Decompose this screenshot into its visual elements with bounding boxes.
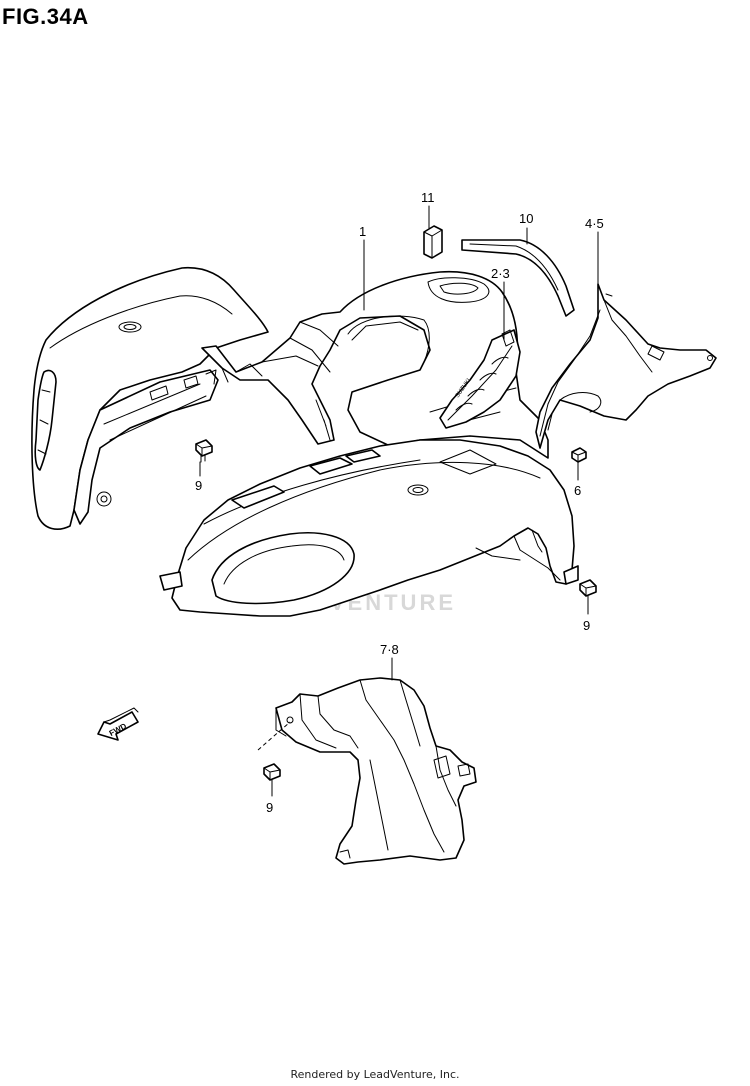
part-front-fender-main bbox=[159, 439, 579, 617]
callout-9-right: 9 bbox=[583, 618, 590, 633]
part-front-fender-left bbox=[31, 266, 269, 530]
callout-10: 10 bbox=[519, 211, 533, 226]
callout-2-3: 2·3 bbox=[491, 266, 510, 281]
fastener-6 bbox=[571, 447, 587, 463]
callout-11: 11 bbox=[421, 190, 435, 205]
callout-9-left: 9 bbox=[195, 478, 202, 493]
part-side-panel-right bbox=[535, 283, 717, 449]
fastener-9-right bbox=[579, 579, 597, 597]
part-center-cover: SUZUKI bbox=[201, 270, 549, 459]
footer-credit: Rendered by LeadVenture, Inc. bbox=[290, 1068, 460, 1081]
fwd-arrow: FWD bbox=[97, 707, 139, 741]
callout-9-bottom: 9 bbox=[266, 800, 273, 815]
fastener-9-bottom bbox=[263, 763, 281, 781]
figure-title: FIG.34A bbox=[2, 4, 89, 29]
leader-lines bbox=[199, 205, 599, 797]
callout-6: 6 bbox=[574, 483, 581, 498]
callout-labels: 1 2·3 4·5 6 7·8 9 9 9 10 11 bbox=[195, 190, 604, 815]
callout-7-8: 7·8 bbox=[380, 642, 399, 657]
callout-4-5: 4·5 bbox=[585, 216, 604, 231]
part-mud-guard bbox=[275, 677, 477, 865]
fastener-9-left bbox=[195, 439, 213, 463]
callout-1: 1 bbox=[359, 224, 366, 239]
part-trim-strip bbox=[461, 239, 575, 317]
part-small-block bbox=[423, 225, 443, 259]
